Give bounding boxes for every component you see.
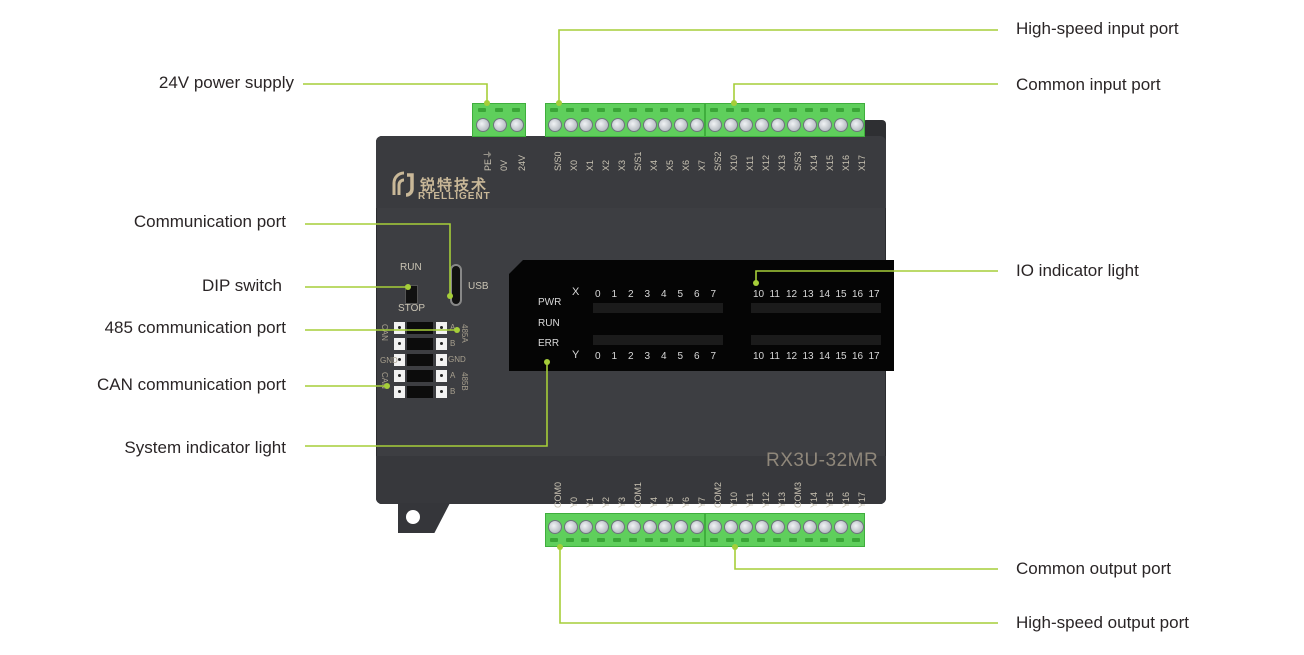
brand-logo-icon	[392, 171, 414, 197]
callout-io-indicator: IO indicator light	[1016, 261, 1139, 280]
brand-name-en: RTELLIGENT	[418, 191, 491, 202]
a-label: A	[450, 323, 456, 332]
brand-name-cn: 锐特技术	[420, 175, 489, 194]
status-err: ERR	[538, 338, 560, 349]
callout-high-speed-input: High-speed input port	[1016, 19, 1179, 38]
485a-label: 485A	[460, 324, 469, 343]
callout-common-output: Common output port	[1016, 559, 1171, 578]
callout-24v-power-supply: 24V power supply	[158, 73, 294, 92]
485b-label: 485B	[460, 372, 469, 391]
rs485-can-connector: CAN GND CAN A B GND A B 485A 485B	[380, 320, 469, 402]
usb-label: USB	[468, 281, 489, 292]
output-terminal-labels: COM0 Y0 Y1 Y2 Y3 COM1 Y4 Y5 Y6 Y7 COM2 Y…	[545, 474, 867, 514]
switch-run-label: RUN	[400, 262, 422, 273]
power-terminal-block	[472, 103, 526, 137]
pin-label: X17	[857, 154, 867, 171]
gnd-label: GND	[448, 355, 466, 364]
y-low-led-bar	[593, 335, 723, 345]
callout-485-port: 485 communication port	[104, 318, 286, 337]
terminal-0v	[490, 104, 507, 136]
can-label: CAN	[380, 372, 389, 389]
callout-common-input: Common input port	[1016, 75, 1161, 94]
x-low-led-bar	[593, 303, 723, 313]
a-label: A	[450, 371, 456, 380]
callout-dip-switch: DIP switch	[202, 276, 282, 295]
status-run: RUN	[538, 318, 560, 329]
model-number: RX3U-32MR	[766, 450, 879, 471]
y-high-led-bar	[751, 335, 881, 345]
terminal-pe	[473, 104, 490, 136]
brand-logo: 锐特技术	[392, 171, 488, 197]
x-high-led-bar	[751, 303, 881, 313]
common-input-terminal-block	[705, 103, 865, 137]
common-output-terminal-block	[705, 513, 865, 547]
status-pwr: PWR	[538, 297, 562, 308]
x-row-label: X	[572, 286, 580, 298]
device-bottom-section	[376, 456, 886, 504]
high-speed-input-terminal-block	[545, 103, 705, 137]
switch-stop-label: STOP	[398, 303, 426, 314]
terminal-24v	[508, 104, 525, 136]
usb-c-port[interactable]	[450, 264, 462, 306]
pin-label: Y17	[857, 491, 867, 508]
can-label: CAN	[380, 324, 389, 341]
high-speed-output-terminal-block	[545, 513, 705, 547]
callout-can-port: CAN communication port	[97, 375, 286, 394]
y-row-label: Y	[572, 349, 580, 361]
pin-label: 24V	[517, 154, 527, 171]
b-label: B	[450, 387, 456, 396]
device-top-section	[376, 136, 886, 208]
b-label: B	[450, 339, 456, 348]
callout-high-speed-output: High-speed output port	[1016, 613, 1189, 632]
input-terminal-labels: S/S0 X0 X1 X2 X3 S/S1 X4 X5 X6 X7 S/S2 X…	[545, 137, 867, 177]
gnd-label: GND	[380, 356, 398, 365]
mounting-hole	[406, 510, 420, 524]
dip-switch[interactable]	[405, 285, 418, 304]
callout-system-indicator: System indicator light	[124, 438, 286, 457]
callout-communication-port: Communication port	[133, 212, 286, 231]
